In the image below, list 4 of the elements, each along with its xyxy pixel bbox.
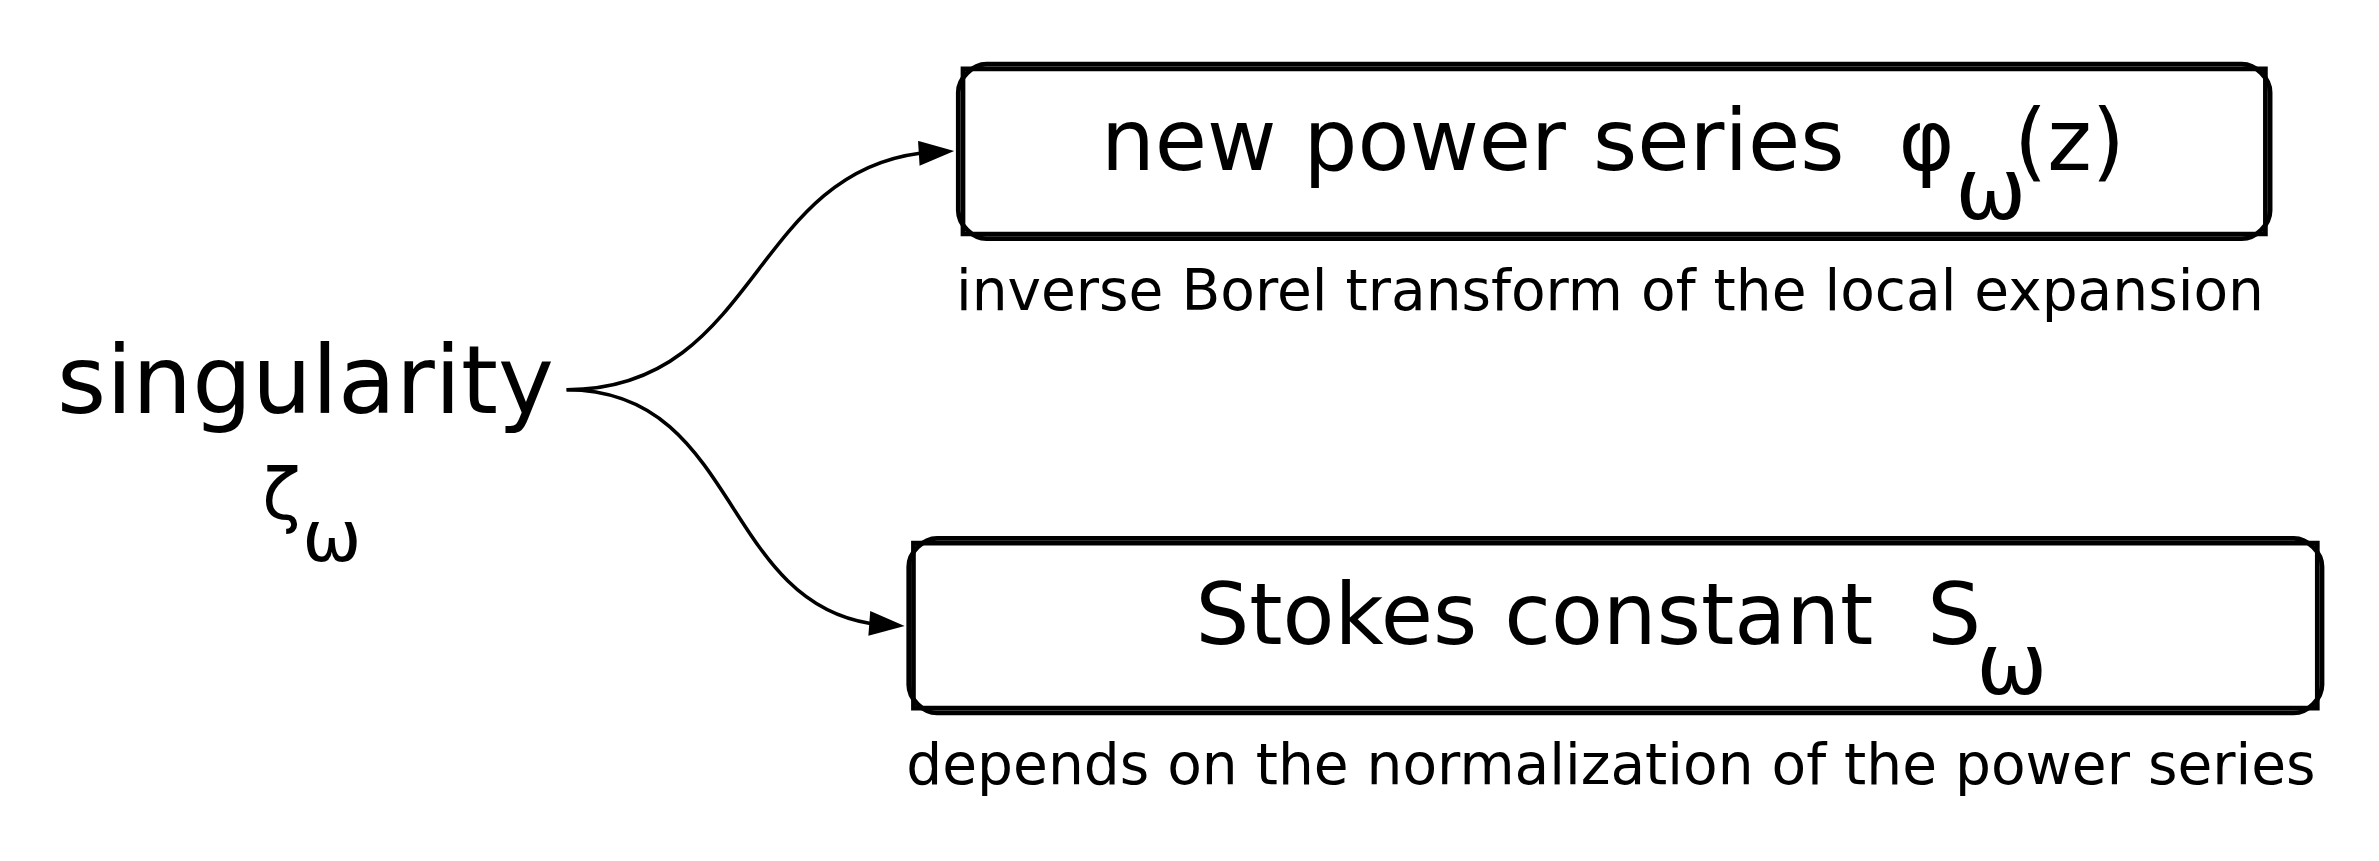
node-text: singularity [56, 324, 554, 435]
node-label: depends on the normalization of the power series [906, 730, 2316, 797]
arrow [566, 387, 905, 636]
node-label: inverse Borel transform of the local expansion [955, 256, 2264, 323]
